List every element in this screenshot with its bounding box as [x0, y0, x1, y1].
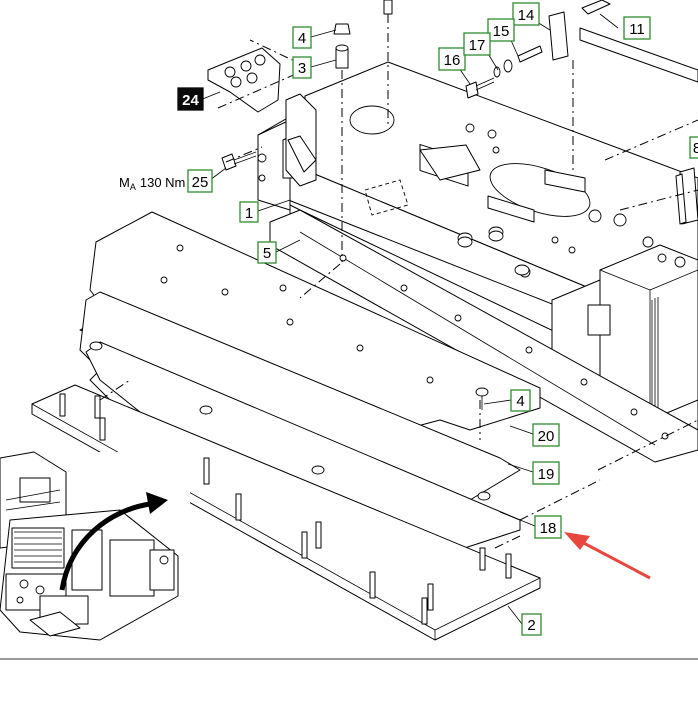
callout-16: 16	[438, 47, 466, 71]
red-pointer-arrow	[564, 532, 651, 580]
svg-text:15: 15	[493, 23, 510, 40]
pin-part-14	[548, 11, 569, 61]
callout-3: 3	[292, 56, 312, 79]
base-plate-part-2	[31, 384, 541, 641]
svg-text:18: 18	[540, 520, 557, 537]
curved-arrow	[59, 501, 151, 591]
callout-8: 8	[689, 136, 698, 159]
svg-text:17: 17	[469, 37, 486, 54]
inset-machine-overview	[0, 451, 190, 648]
torque-value: 130 Nm	[140, 175, 186, 190]
callout-11: 11	[623, 16, 651, 40]
svg-text:11: 11	[629, 21, 645, 38]
svg-text:4: 4	[516, 393, 524, 410]
bolt-part-25	[221, 151, 257, 171]
svg-text:14: 14	[518, 7, 535, 24]
svg-text:2: 2	[527, 617, 535, 634]
svg-text:24: 24	[182, 92, 199, 109]
callout-1: 1	[239, 201, 259, 223]
spacer-part-3	[335, 44, 349, 69]
svg-text:25: 25	[192, 174, 209, 191]
callout-20: 20	[532, 423, 560, 447]
torque-symbol: M	[119, 175, 130, 190]
callout-19: 19	[532, 461, 560, 485]
svg-text:3: 3	[298, 60, 306, 77]
callout-4-lower: 4	[510, 389, 531, 412]
part-8-bracket	[675, 167, 698, 225]
hinge-bracket-part-24	[207, 47, 317, 187]
callout-24: 24	[177, 87, 204, 111]
torque-subscript: A	[130, 182, 136, 192]
callout-14: 14	[512, 2, 540, 26]
callout-25: 25	[187, 169, 213, 193]
svg-text:5: 5	[263, 245, 271, 262]
nut-part-4-lower	[475, 387, 489, 410]
callout-5: 5	[257, 241, 277, 264]
vertical-bolt	[383, 0, 393, 15]
callout-15: 15	[487, 18, 515, 42]
svg-text:1: 1	[245, 205, 253, 222]
svg-text:8: 8	[693, 140, 698, 157]
screw-part-16	[465, 77, 495, 99]
washer-part-17	[493, 59, 513, 78]
callout-17: 17	[463, 32, 491, 56]
svg-text:4: 4	[298, 30, 306, 47]
callout-2: 2	[521, 613, 542, 636]
nut-part-4-top	[333, 23, 351, 35]
part-11-rail	[579, 0, 698, 83]
callout-18: 18	[534, 515, 562, 539]
torque-spec: MA 130 Nm	[119, 175, 185, 192]
rod-part-15	[517, 45, 543, 63]
callout-4-top: 4	[292, 26, 312, 49]
curved-arrow-head	[146, 492, 168, 514]
center-lines	[99, 14, 698, 549]
svg-text:20: 20	[538, 428, 555, 445]
svg-text:19: 19	[538, 466, 555, 483]
svg-text:16: 16	[444, 52, 461, 69]
